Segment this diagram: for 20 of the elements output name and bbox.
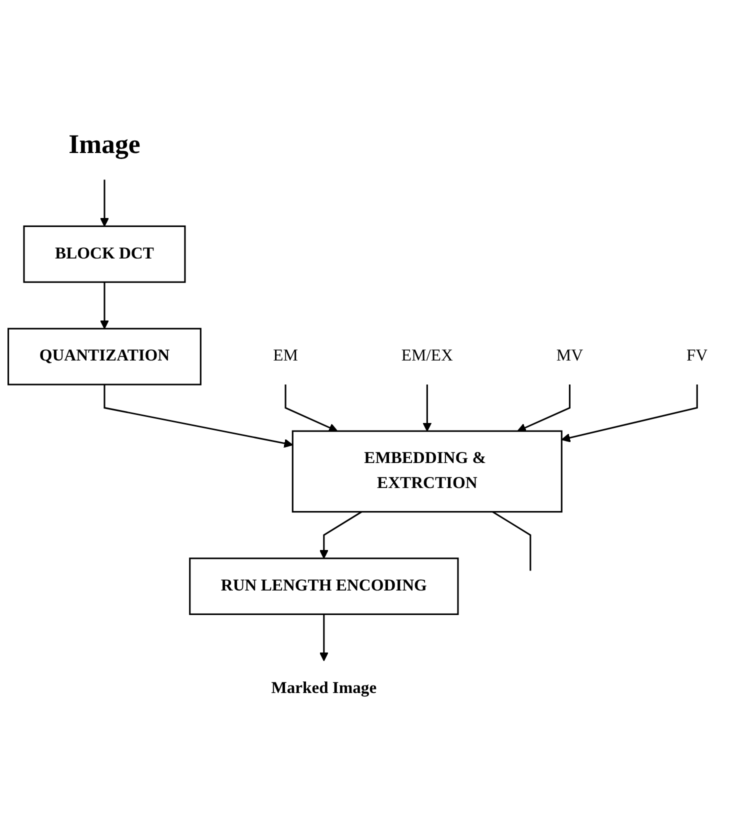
node-text: EM/EX — [401, 347, 453, 365]
node-box: EMBEDDING & EXTRCTION — [292, 430, 562, 513]
arrow — [100, 282, 110, 330]
arrow — [100, 180, 110, 227]
node-text: Image — [68, 129, 140, 160]
arrow — [517, 384, 570, 432]
arrow — [319, 511, 362, 559]
node-text: MV — [556, 347, 584, 365]
node-text: EM — [273, 347, 298, 365]
arrow — [422, 384, 432, 432]
node-box: QUANTIZATION — [8, 328, 202, 386]
node-box: BLOCK DCT — [23, 225, 186, 283]
arrow — [284, 384, 338, 432]
node-box: RUN LENGTH ENCODING — [189, 558, 459, 616]
connector — [492, 511, 532, 571]
node-text: Marked Image — [271, 679, 377, 698]
arrow — [561, 384, 698, 442]
arrow — [319, 614, 328, 662]
arrow — [104, 384, 294, 448]
node-text: FV — [686, 347, 708, 365]
